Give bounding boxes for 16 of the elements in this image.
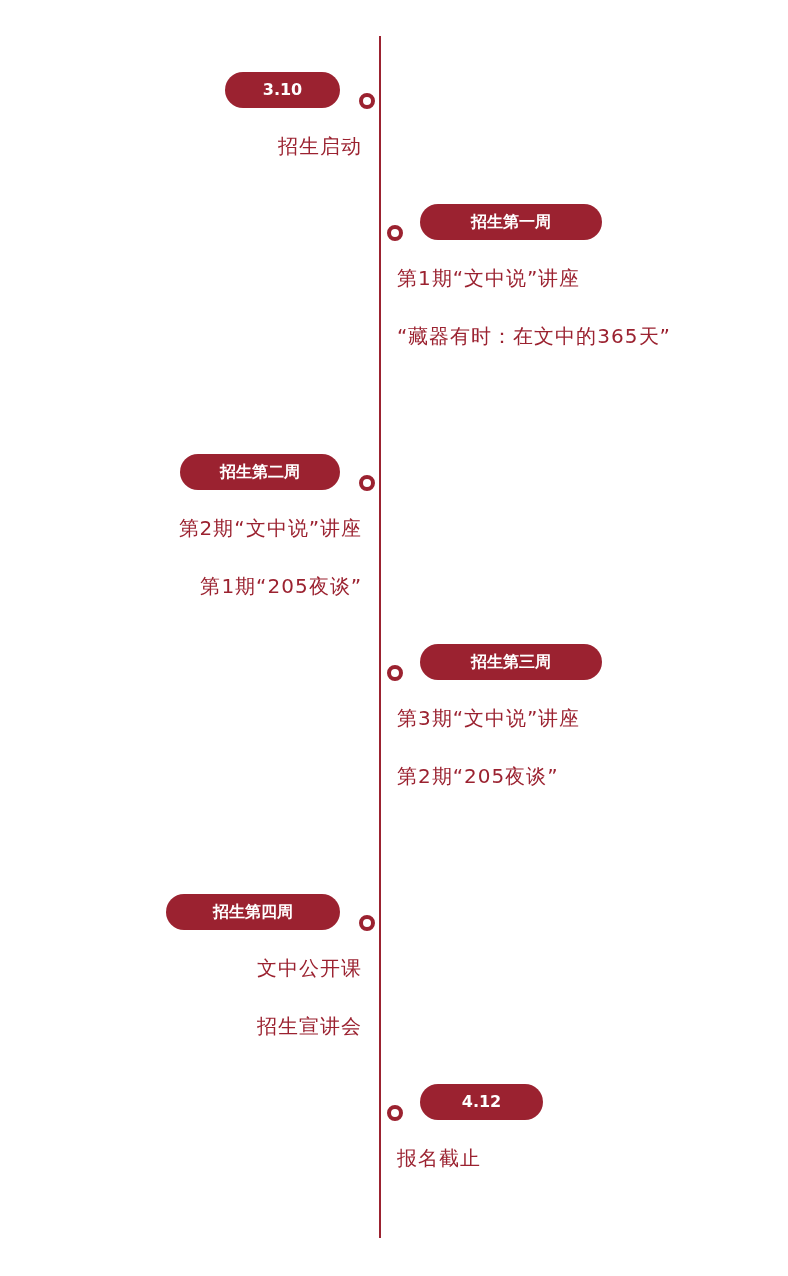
date-pill: 招生第三周 xyxy=(420,644,602,680)
event-text: 招生启动 xyxy=(278,133,362,160)
event-text: 第1期“205夜谈” xyxy=(200,573,362,600)
event-text: 文中公开课 xyxy=(257,955,362,982)
event-text: 第3期“文中说”讲座 xyxy=(397,705,581,732)
event-text: 招生宣讲会 xyxy=(257,1013,362,1040)
date-pill: 招生第四周 xyxy=(166,894,340,930)
event-text: 第2期“205夜谈” xyxy=(397,763,559,790)
event-text: 报名截止 xyxy=(397,1145,481,1172)
date-pill: 3.10 xyxy=(225,72,340,108)
date-pill: 招生第一周 xyxy=(420,204,602,240)
event-text: “藏器有时：在文中的365天” xyxy=(397,323,671,350)
date-pill: 4.12 xyxy=(420,1084,543,1120)
event-text: 第1期“文中说”讲座 xyxy=(397,265,581,292)
date-pill: 招生第二周 xyxy=(180,454,340,490)
event-text: 第2期“文中说”讲座 xyxy=(178,515,362,542)
